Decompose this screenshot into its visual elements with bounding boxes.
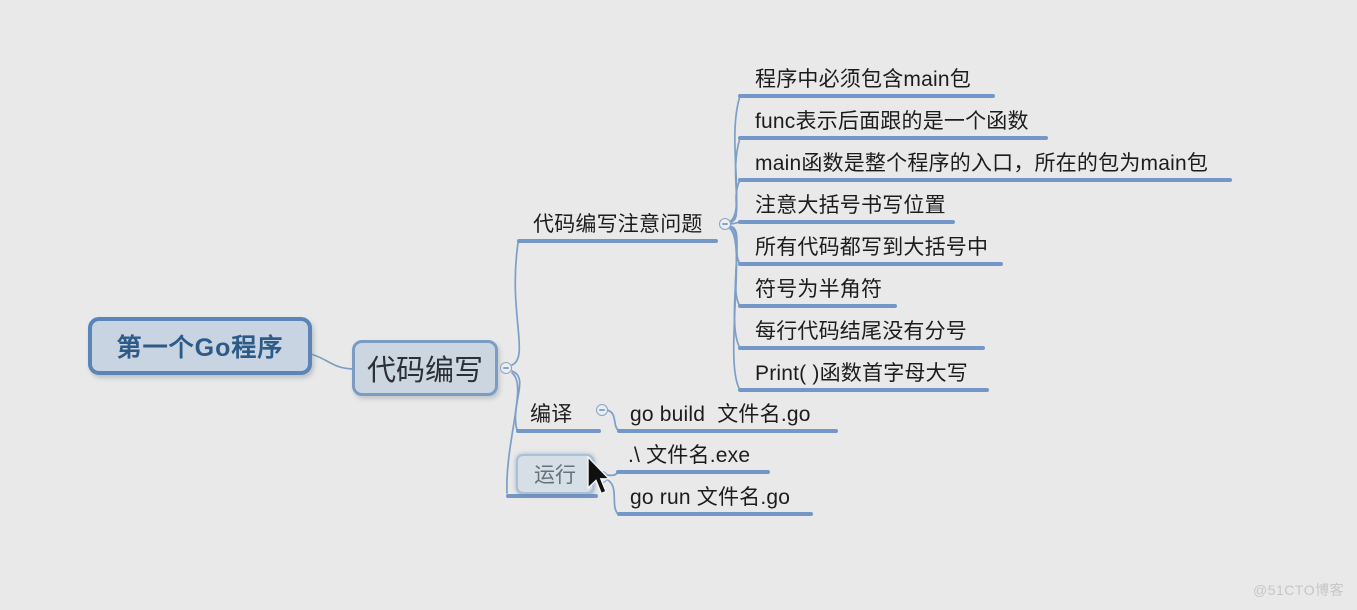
topic-go-run-label: go run 文件名.go [630,486,791,509]
topic-underline [617,429,838,433]
topic-underline [516,429,601,433]
topic-notes[interactable]: 代码编写注意问题 [517,211,718,243]
note-topic-3[interactable]: main函数是整个程序的入口，所在的包为main包 [738,150,1232,182]
topic-underline [738,136,1048,140]
topic-root-label: 第一个Go程序 [116,334,284,362]
note-topic-4[interactable]: 注意大括号书写位置 [738,192,955,224]
note-topic-label: 每行代码结尾没有分号 [755,320,967,343]
note-topic-5[interactable]: 所有代码都写到大括号中 [738,234,1003,266]
collapse-minus-icon[interactable] [500,362,512,374]
topic-underline [738,262,1003,266]
topic-underline [738,346,985,350]
note-topic-8[interactable]: Print( )函数首字母大写 [738,360,989,392]
topic-root[interactable]: 第一个Go程序 [88,317,312,375]
topic-main-branch[interactable]: 代码编写 [352,340,498,396]
topic-underline [738,94,995,98]
topic-go-build-label: go build 文件名.go [630,403,811,426]
connector-path [511,242,521,366]
topic-main-branch-label: 代码编写 [366,355,483,387]
topic-underline [738,388,989,392]
topic-compile[interactable]: 编译 [516,401,601,433]
topic-underline [738,304,897,308]
collapse-minus-icon[interactable] [719,218,731,230]
topic-go-build[interactable]: go build 文件名.go [617,401,838,433]
topic-underline [616,470,770,474]
note-topic-2[interactable]: func表示后面跟的是一个函数 [738,108,1048,140]
mouse-cursor-icon [587,456,611,495]
note-topic-label: func表示后面跟的是一个函数 [755,110,1029,133]
collapse-minus-icon[interactable] [596,404,608,416]
connector-path [310,353,354,370]
watermark: @51CTO博客 [1253,582,1345,598]
note-topic-label: main函数是整个程序的入口，所在的包为main包 [755,152,1209,175]
topic-underline [617,512,813,516]
topic-underline [506,494,598,498]
topic-run-exe-label: .\ 文件名.exe [628,444,751,467]
note-topic-1[interactable]: 程序中必须包含main包 [738,66,995,98]
note-topic-label: 注意大括号书写位置 [755,194,946,217]
topic-go-run[interactable]: go run 文件名.go [617,484,813,516]
topic-run-label: 运行 [534,464,576,487]
note-topic-label: 程序中必须包含main包 [755,68,971,91]
topic-run[interactable]: 运行 [516,454,594,494]
topic-compile-label: 编译 [530,403,573,426]
note-topic-label: 所有代码都写到大括号中 [755,236,989,259]
topic-underline [738,220,955,224]
note-topic-label: Print( )函数首字母大写 [755,362,968,385]
note-topic-7[interactable]: 每行代码结尾没有分号 [738,318,985,350]
note-topic-6[interactable]: 符号为半角符 [738,276,897,308]
topic-run-exe[interactable]: .\ 文件名.exe [616,442,770,474]
note-topic-label: 符号为半角符 [755,278,883,301]
topic-notes-label: 代码编写注意问题 [533,213,703,236]
topic-underline [517,239,718,243]
topic-underline [738,178,1232,182]
